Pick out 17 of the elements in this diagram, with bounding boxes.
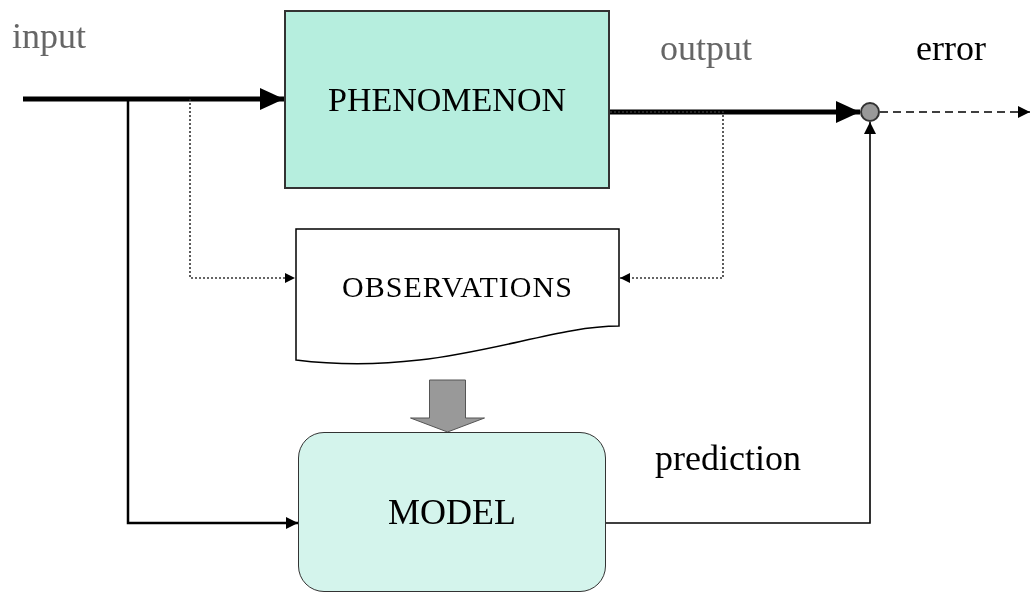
dashed-arrow <box>879 106 1031 118</box>
edge-label: input <box>12 18 86 54</box>
edge-label: output <box>660 30 752 66</box>
node-label: PHENOMENON <box>328 80 566 119</box>
arrow <box>23 88 284 110</box>
arrow <box>605 121 876 524</box>
edge-label: prediction <box>655 440 801 476</box>
node-label: OBSERVATIONS <box>342 270 573 304</box>
process-box <box>284 10 610 189</box>
block-arrow <box>410 379 485 433</box>
dotted-arrow <box>189 98 296 283</box>
process-box <box>298 432 606 592</box>
node-label: MODEL <box>388 491 516 533</box>
edge-label: error <box>916 30 986 66</box>
arrow <box>610 101 860 123</box>
arrow <box>126 99 298 529</box>
summing-junction <box>860 102 880 122</box>
